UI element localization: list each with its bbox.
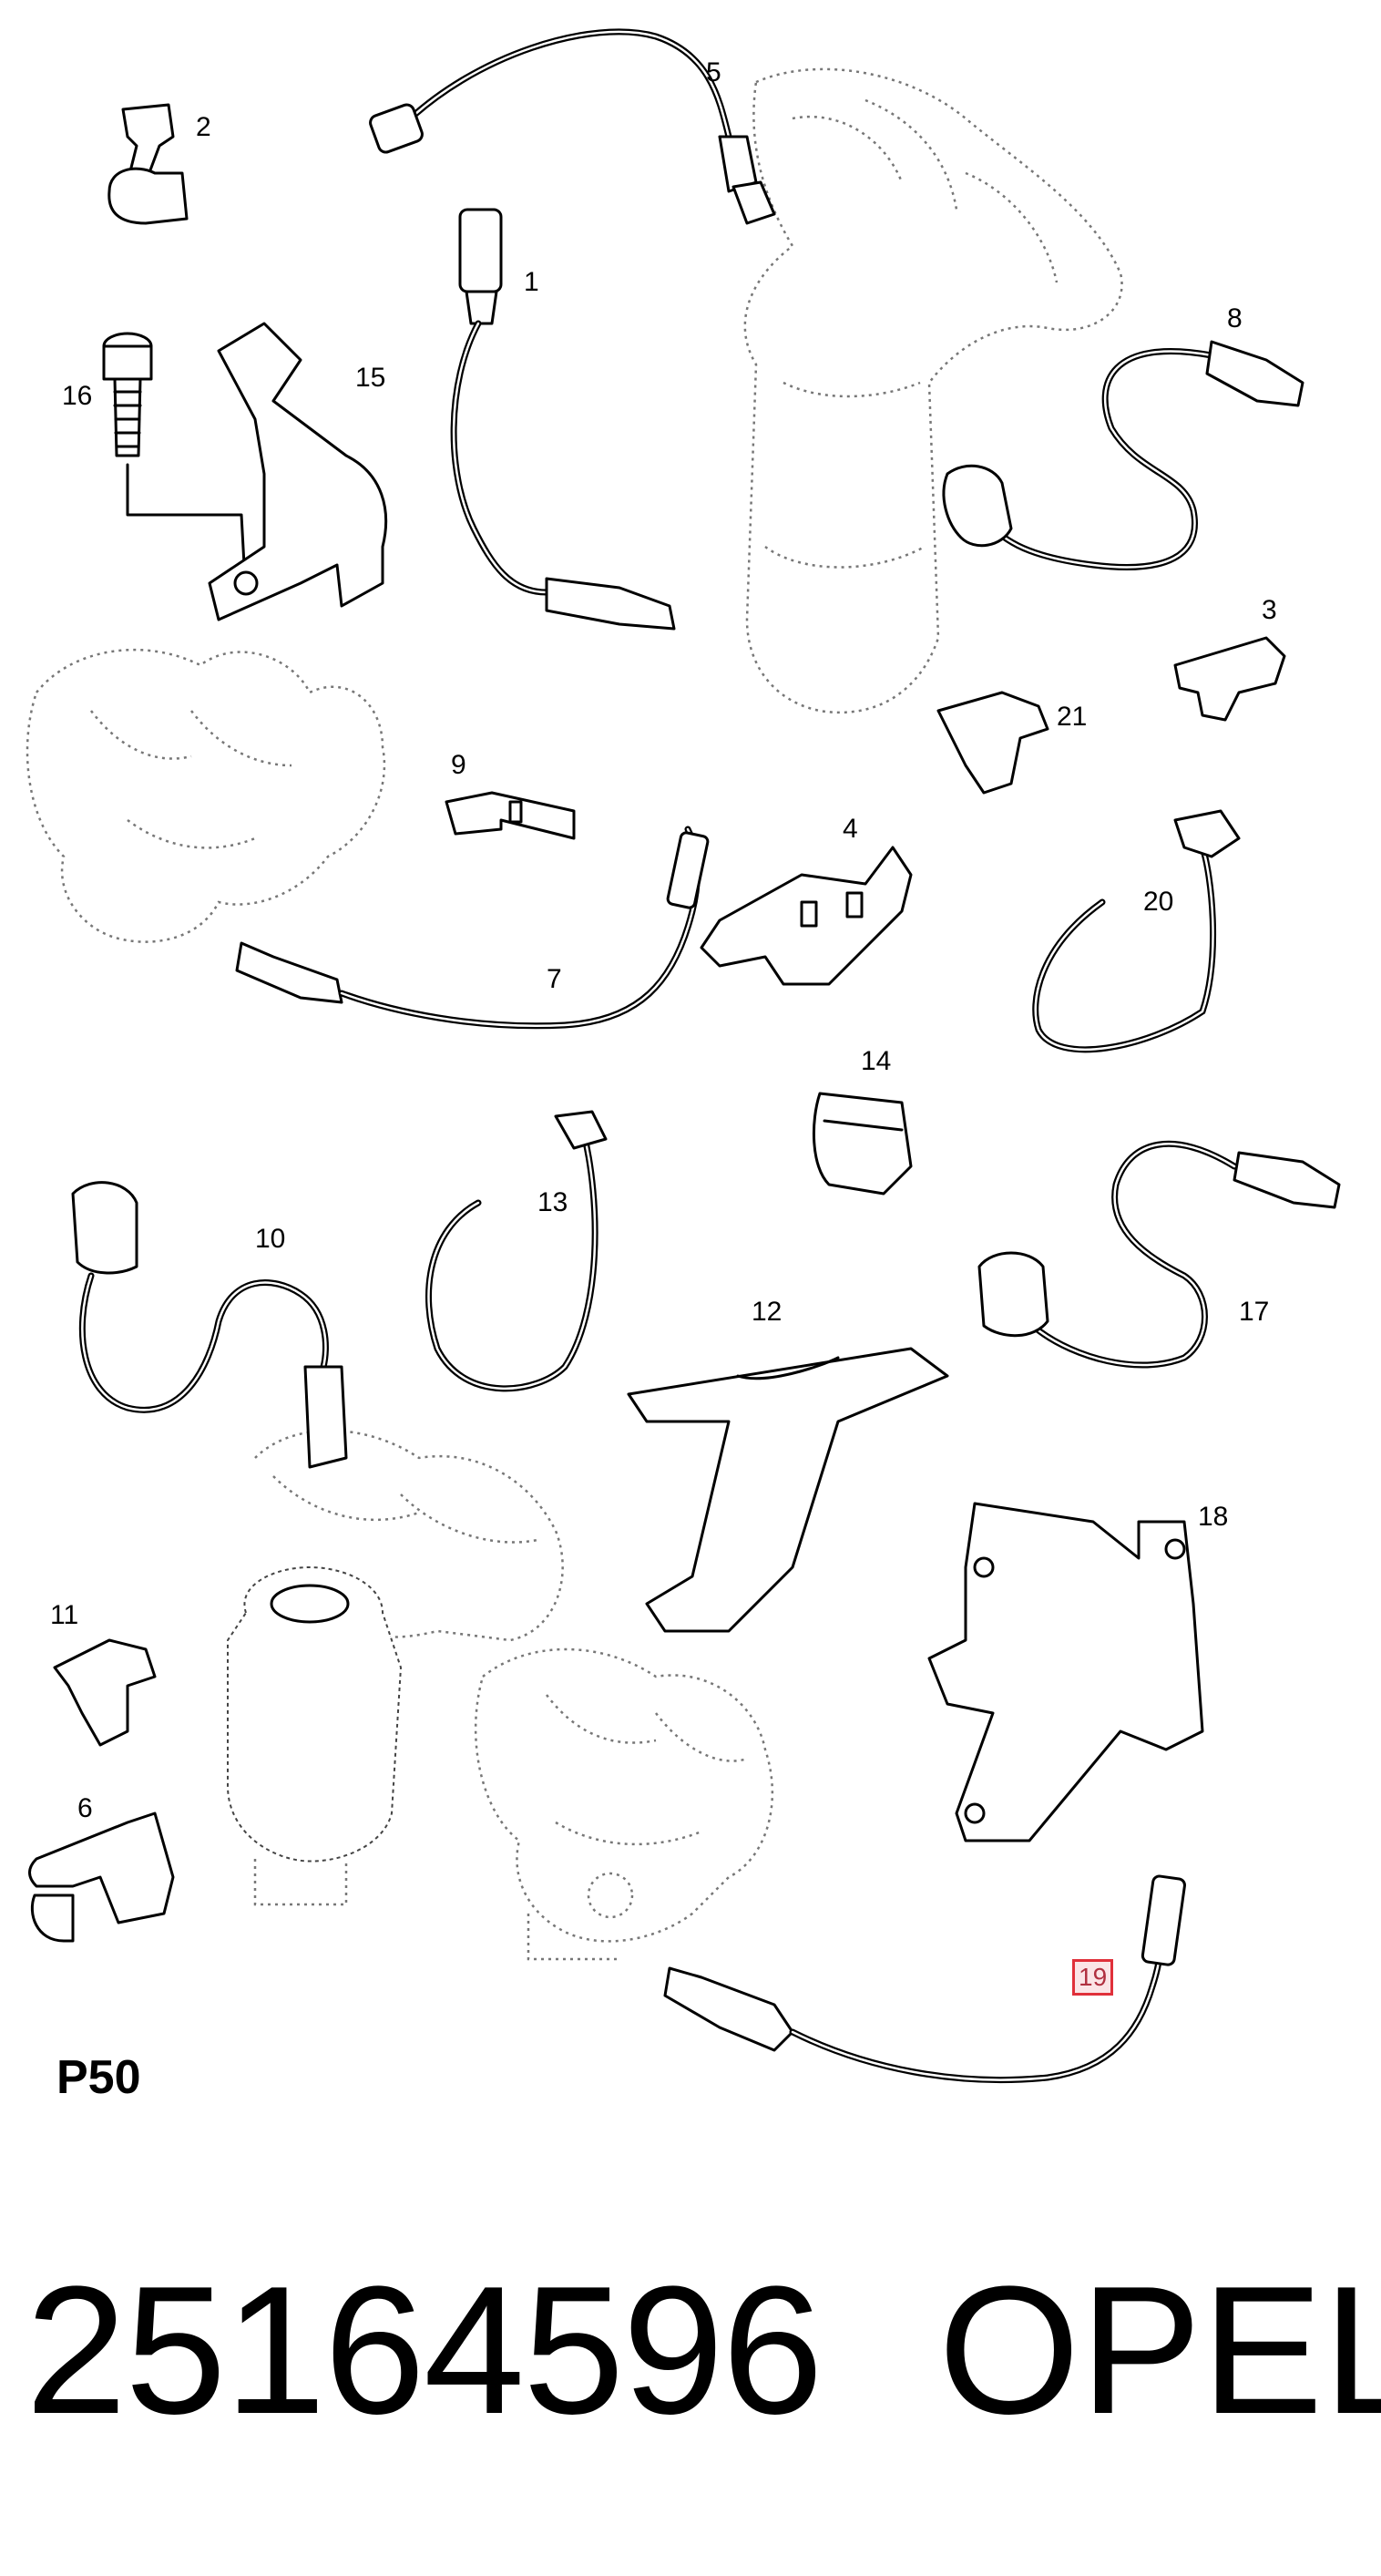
part-8-oxygen-sensor — [942, 340, 1304, 570]
callout-10: 10 — [255, 1224, 286, 1254]
callout-12: 12 — [752, 1297, 783, 1327]
callout-9: 9 — [451, 750, 466, 780]
callout-16: 16 — [62, 381, 93, 411]
callout-19-highlighted[interactable]: 19 — [1072, 1959, 1114, 1996]
part-number: 25164596 — [26, 2249, 823, 2452]
part-2-clip — [107, 103, 189, 225]
part-5-oxygen-sensor — [369, 28, 776, 225]
part-11-clip — [53, 1638, 157, 1747]
background-manifold-top-right — [743, 67, 1123, 714]
brand-name: OPEL — [938, 2249, 1381, 2452]
part-15-bracket — [208, 322, 388, 621]
callout-14: 14 — [861, 1046, 892, 1076]
part-14-clamp — [813, 1092, 913, 1196]
callout-15: 15 — [355, 363, 386, 393]
background-catalytic-converter-left — [227, 1429, 564, 1906]
callout-20: 20 — [1143, 887, 1174, 917]
part-19-oxygen-sensor — [663, 1874, 1186, 2084]
part-17-oxygen-sensor — [977, 1140, 1341, 1369]
callout-11: 11 — [50, 1600, 79, 1630]
callout-3: 3 — [1262, 595, 1277, 625]
callout-6: 6 — [77, 1793, 93, 1823]
part-10-oxygen-sensor — [71, 1181, 348, 1469]
page-code: P50 — [56, 2051, 141, 2104]
part-18-bracket — [927, 1502, 1204, 1842]
part-20-cable-tie — [1032, 809, 1241, 1053]
callout-8: 8 — [1227, 303, 1243, 334]
callout-7: 7 — [547, 964, 562, 994]
part-13-cable-tie — [425, 1110, 608, 1392]
part-3-clip — [1173, 636, 1286, 722]
callout-2: 2 — [196, 112, 211, 142]
part-1-oxygen-sensor — [450, 208, 676, 631]
part-4-bracket — [700, 846, 913, 986]
part-6-bracket — [28, 1811, 175, 1943]
callout-5: 5 — [706, 57, 721, 87]
part-21-clip — [936, 691, 1049, 795]
callout-1: 1 — [524, 267, 539, 297]
part-12-bracket — [627, 1347, 949, 1633]
part-9-bracket — [445, 791, 576, 840]
part-7-oxygen-sensor — [235, 826, 710, 1030]
background-manifold-bottom — [474, 1647, 774, 1961]
callout-17: 17 — [1239, 1297, 1270, 1327]
background-manifold-left — [26, 648, 386, 943]
callout-21: 21 — [1057, 702, 1088, 732]
callout-18: 18 — [1198, 1502, 1229, 1532]
part-16-bolt — [102, 332, 246, 567]
callout-4: 4 — [843, 814, 858, 844]
callout-13: 13 — [537, 1187, 568, 1217]
